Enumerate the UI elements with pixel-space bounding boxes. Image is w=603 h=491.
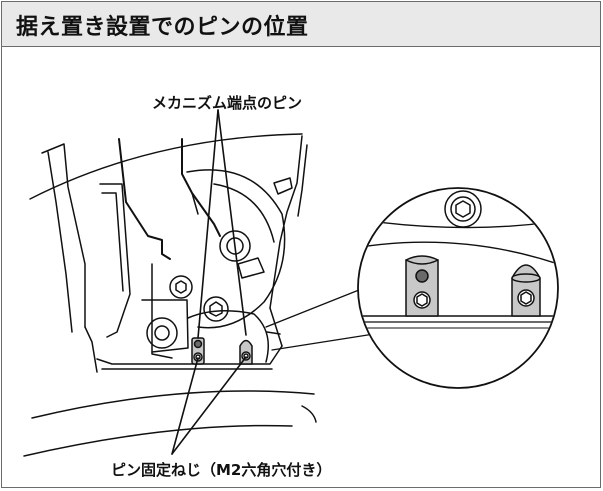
hex-socket-bolt-icon xyxy=(444,190,482,228)
title-bar: 据え置き設置でのピンの位置 xyxy=(2,2,600,47)
pin-icon xyxy=(511,264,541,317)
page-title: 据え置き設置でのピンの位置 xyxy=(16,15,309,40)
mechanism-body xyxy=(23,133,317,457)
magnifier-connectors xyxy=(265,283,375,351)
pin-icon xyxy=(405,255,439,317)
hex-socket-bolt-icon xyxy=(169,275,193,299)
pin-icon xyxy=(239,339,253,365)
pin-icon xyxy=(191,337,205,365)
leader-lines-bottom xyxy=(171,356,247,455)
leader-lines-top xyxy=(197,109,247,339)
magnified-detail xyxy=(357,187,559,389)
label-pin-fixing-screw: ピン固定ねじ（M2六角穴付き） xyxy=(111,461,332,479)
label-mechanism-endpoint-pin: メカニズム端点のピン xyxy=(152,94,303,112)
illustration xyxy=(2,46,600,487)
hex-socket-bolt-icon xyxy=(203,296,229,322)
